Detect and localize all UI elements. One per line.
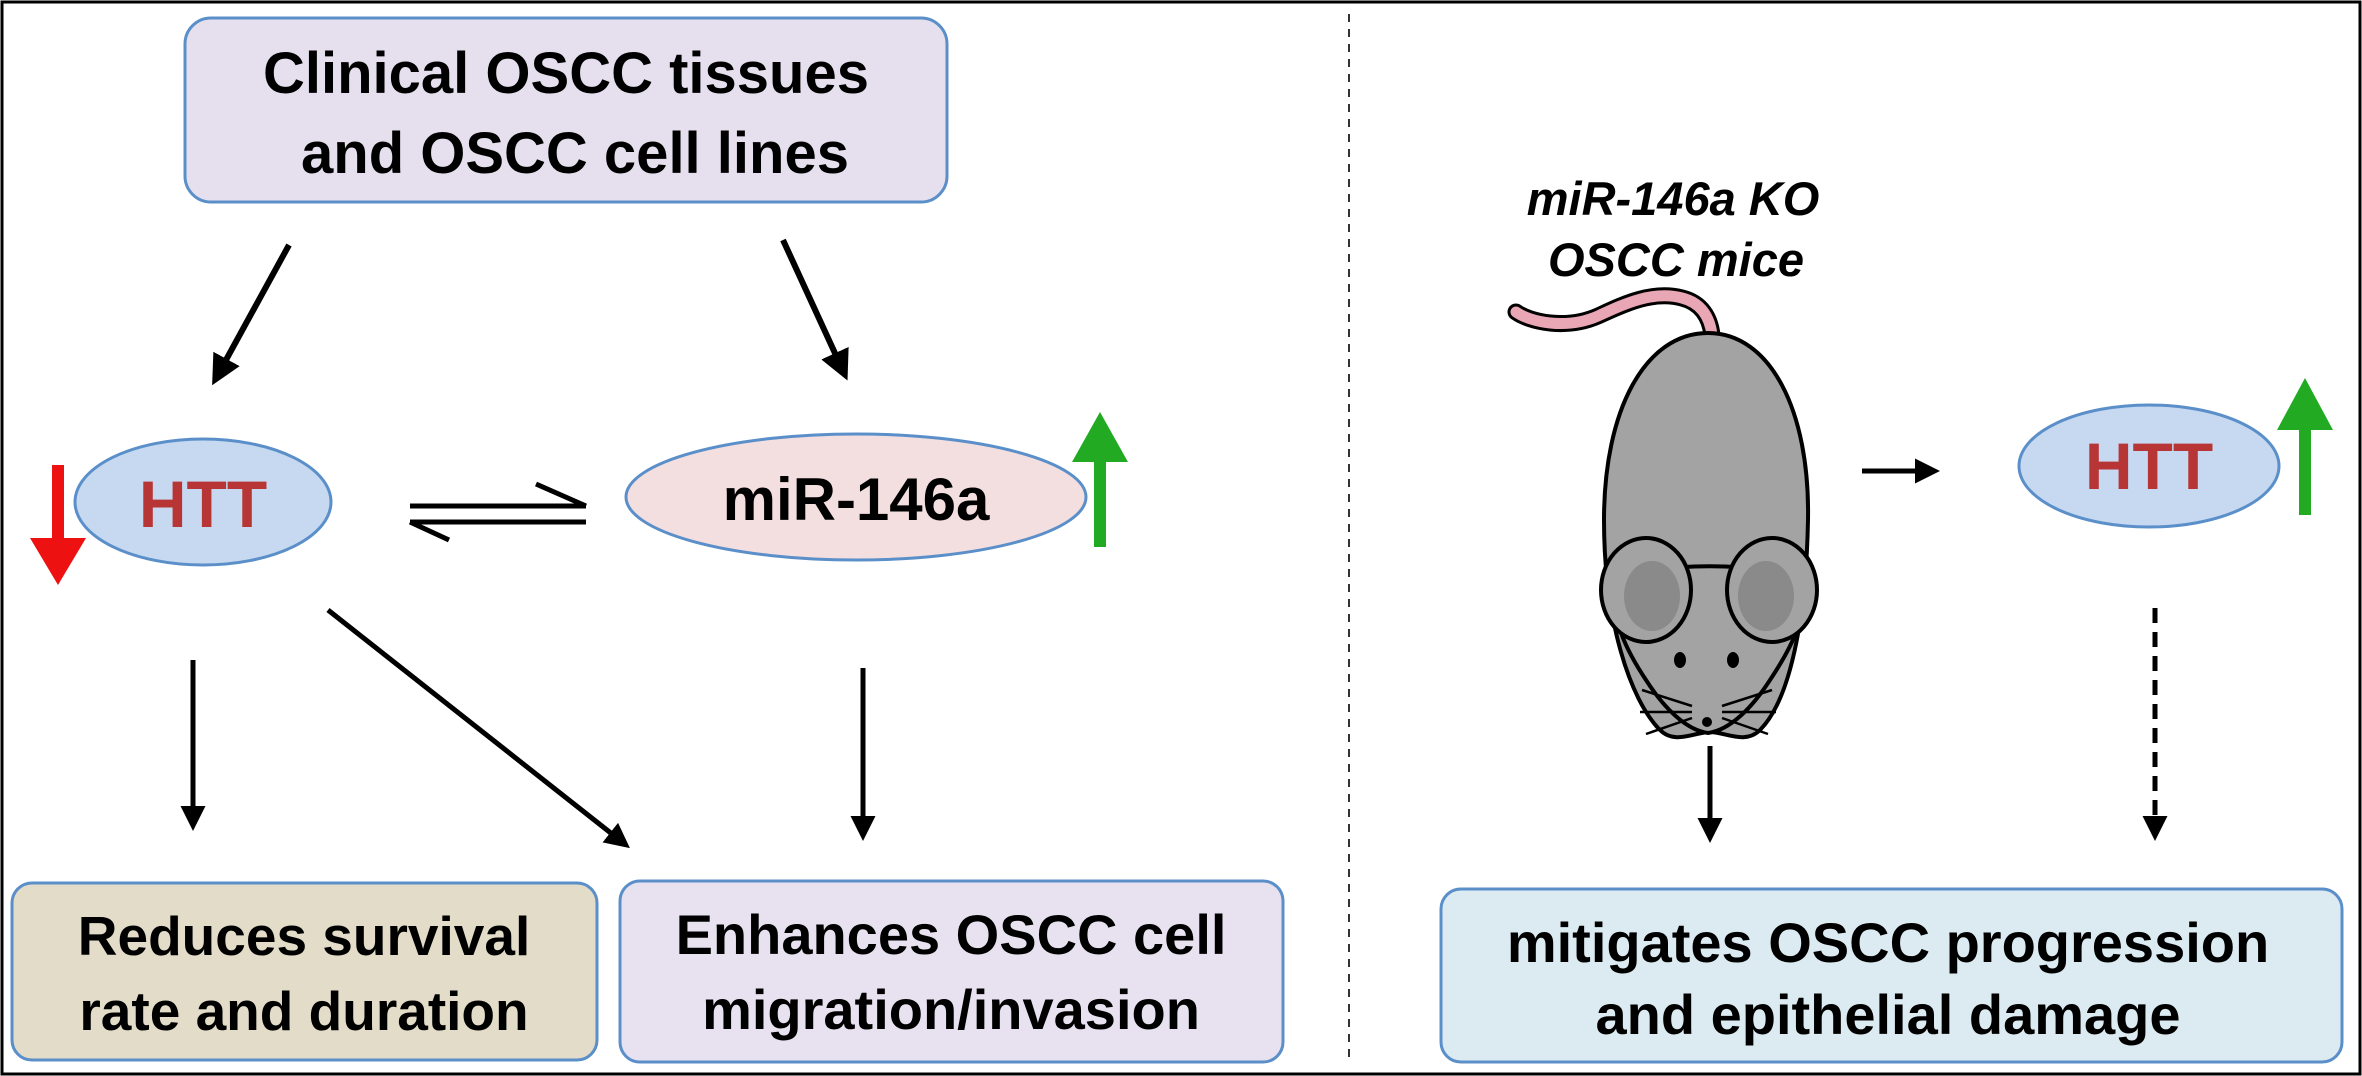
- mir-node: miR-146a: [624, 432, 1088, 562]
- htt-node-right: HTT: [2017, 403, 2281, 529]
- green-up-arrow-right-icon: [2277, 378, 2333, 515]
- green-up-arrow-icon: [1072, 412, 1128, 547]
- migration-box: Enhances OSCC cell migration/invasion: [618, 879, 1285, 1064]
- survival-box-line2: rate and duration: [79, 980, 528, 1042]
- migration-box-line2: migration/invasion: [702, 978, 1200, 1041]
- mouse-label-line2: OSCC mice: [1548, 233, 1804, 286]
- source-box: Clinical OSCC tissues and OSCC cell line…: [183, 16, 949, 204]
- outcome-box: mitigates OSCC progression and epithelia…: [1439, 887, 2344, 1064]
- outcome-box-line2: and epithelial damage: [1595, 983, 2180, 1046]
- arrow-source-to-htt: [212, 243, 292, 386]
- survival-box-line1: Reduces survival: [78, 905, 530, 967]
- htt-label-right: HTT: [2085, 429, 2213, 503]
- source-box-line2: and OSCC cell lines: [301, 121, 849, 186]
- mouse-illustration-icon: [1507, 287, 1819, 740]
- htt-label-left: HTT: [139, 467, 267, 541]
- arrow-source-to-mir: [780, 238, 849, 381]
- mouse-label-line1: miR-146a KO: [1527, 172, 1820, 225]
- htt-node-left: HTT: [73, 437, 333, 567]
- migration-box-line1: Enhances OSCC cell: [676, 903, 1227, 966]
- arrow-htt-to-migration: [326, 608, 630, 849]
- outcome-box-line1: mitigates OSCC progression: [1507, 911, 2269, 974]
- survival-box: Reduces survival rate and duration: [10, 881, 599, 1062]
- source-box-line1: Clinical OSCC tissues: [263, 41, 869, 106]
- red-down-arrow-icon: [30, 465, 86, 585]
- mir-label: miR-146a: [723, 466, 990, 533]
- equilibrium-arrows-icon: [408, 481, 588, 543]
